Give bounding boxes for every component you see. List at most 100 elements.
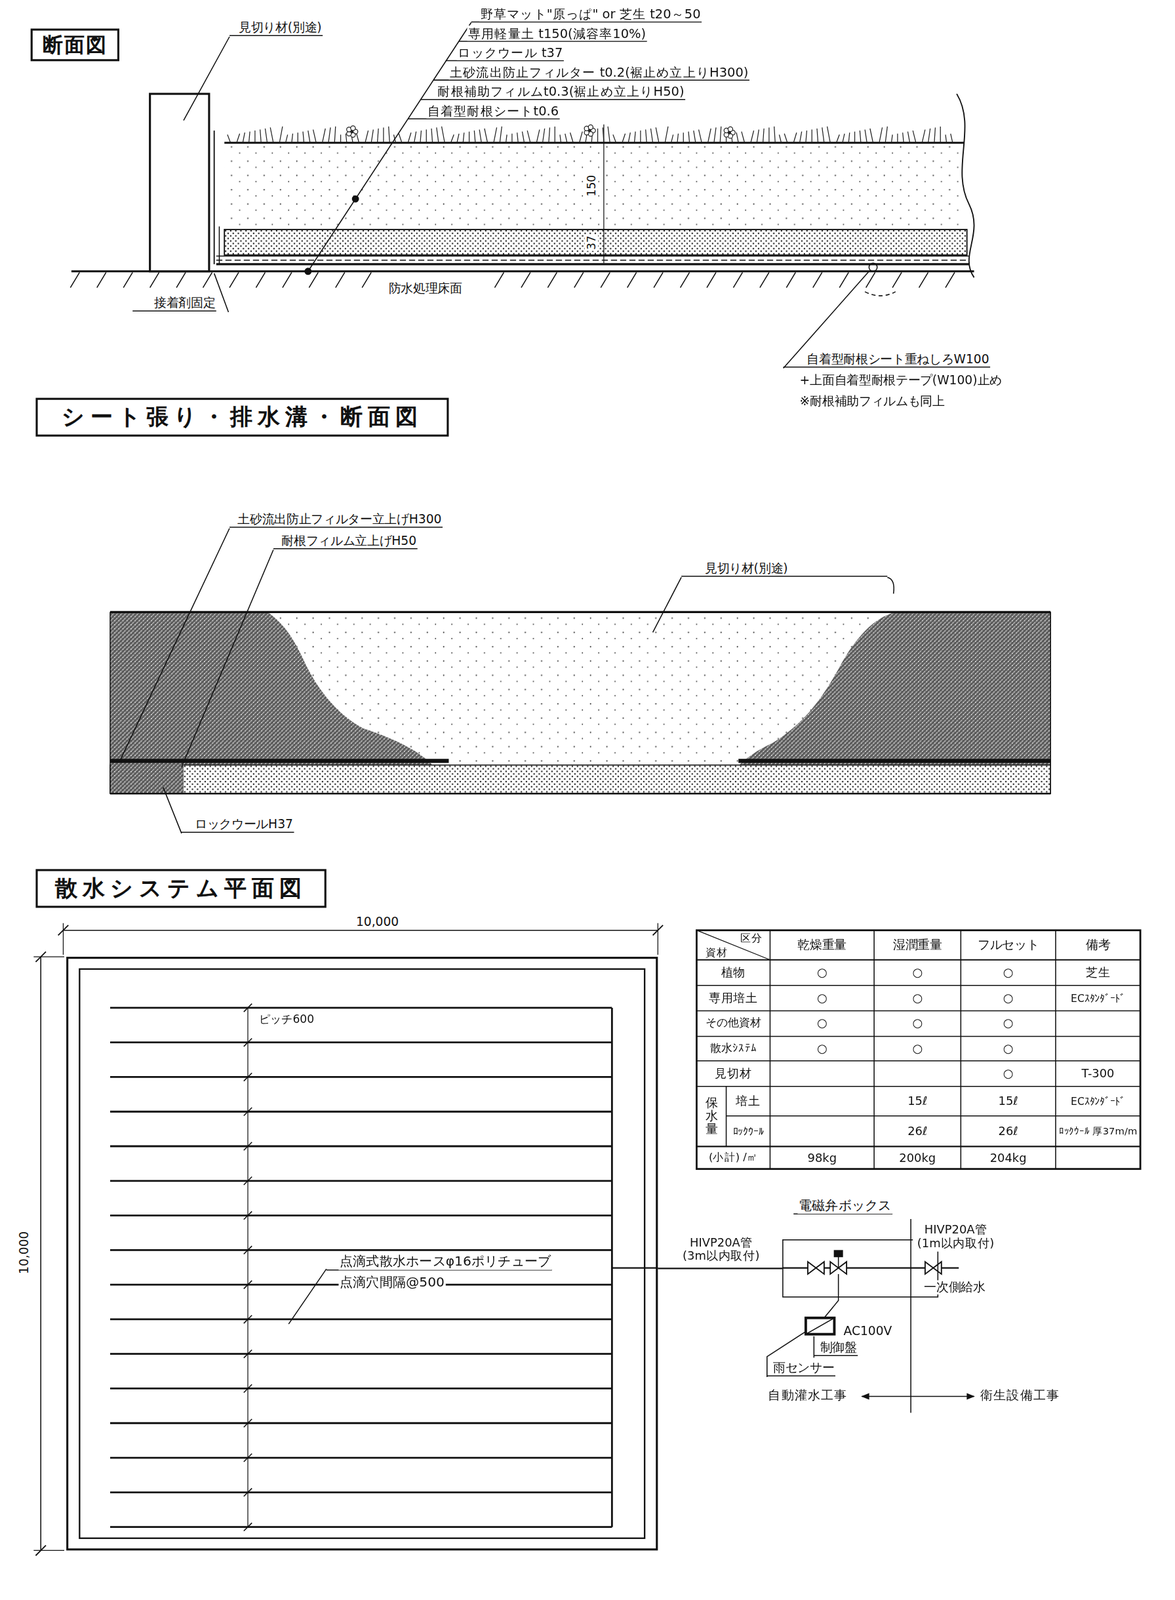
label-underline bbox=[420, 99, 686, 101]
label-underline bbox=[407, 118, 560, 120]
drawing-part bbox=[653, 272, 663, 288]
drawing-part bbox=[288, 1268, 327, 1324]
drawing-part bbox=[807, 1261, 825, 1275]
drawing-part bbox=[216, 255, 970, 258]
drawing-part bbox=[870, 128, 874, 143]
table-cell: 見切材 bbox=[697, 1061, 770, 1086]
drawing-part bbox=[891, 134, 894, 143]
drawing-part bbox=[308, 22, 472, 272]
drawing-part bbox=[622, 133, 626, 143]
drawing-part bbox=[896, 133, 898, 143]
label-underline bbox=[326, 1269, 553, 1271]
drawing-part bbox=[393, 134, 396, 143]
drawing-part bbox=[945, 272, 955, 288]
drawing-part bbox=[827, 126, 831, 143]
callout-label: 制御盤 bbox=[818, 1340, 858, 1355]
drawing-part bbox=[750, 130, 755, 143]
title-box: シート張り・排水溝・断面図 bbox=[35, 398, 449, 437]
drawing-part bbox=[110, 792, 1051, 795]
drawing-part bbox=[778, 134, 781, 143]
drawing-part bbox=[597, 254, 611, 256]
drawing-part bbox=[805, 1317, 835, 1335]
drawing-part bbox=[650, 128, 653, 143]
drawing-part bbox=[382, 127, 384, 143]
dimension-text: 10,000 bbox=[17, 1230, 32, 1275]
drawing-part bbox=[866, 272, 876, 288]
label-underline bbox=[793, 1213, 893, 1215]
drawing-part bbox=[62, 929, 658, 932]
drawing-part bbox=[243, 1522, 252, 1531]
drawing-part bbox=[243, 1176, 252, 1185]
drawing-part bbox=[308, 130, 311, 143]
label-underline bbox=[229, 526, 443, 528]
drawing-part bbox=[727, 126, 733, 132]
table-cell: ○ bbox=[961, 1061, 1056, 1086]
drawing-part bbox=[816, 128, 819, 143]
drawing-part bbox=[474, 130, 476, 143]
drawing-part bbox=[216, 262, 970, 265]
drawing-part bbox=[120, 528, 230, 760]
label-underline bbox=[458, 40, 648, 42]
drawing-part bbox=[527, 130, 531, 143]
layer-label: 土砂流出防止フィルター t0.2(裾止め立上りH300) bbox=[448, 64, 750, 80]
drawing-part bbox=[313, 129, 317, 143]
note-text: ※耐根補助フィルムも同上 bbox=[798, 393, 946, 408]
drawing-part bbox=[680, 272, 690, 288]
drawing-part bbox=[864, 291, 896, 296]
section-drawing bbox=[71, 22, 975, 368]
drawing-part bbox=[738, 758, 1051, 763]
pipe-label: HIVP20A管 (1m以内取付) bbox=[912, 1222, 999, 1252]
drawing-part bbox=[70, 272, 80, 288]
drawing-part bbox=[243, 1142, 252, 1151]
drawing-part bbox=[79, 969, 645, 1539]
box-heading: 電磁弁ボックス bbox=[797, 1197, 893, 1214]
table-cell: 保水量 bbox=[705, 1095, 718, 1137]
table-cell: ○ bbox=[961, 1037, 1056, 1060]
label-underline bbox=[767, 1374, 836, 1377]
table-cell: ○ bbox=[771, 1037, 874, 1060]
drawing-part bbox=[183, 36, 230, 121]
drawing-part bbox=[848, 132, 850, 143]
drawing-part bbox=[907, 131, 910, 143]
drawing-part bbox=[934, 127, 936, 143]
drawing-part bbox=[457, 133, 459, 143]
drawing-part bbox=[696, 1085, 1141, 1088]
drawing-part bbox=[719, 126, 722, 143]
drawing-part bbox=[493, 127, 498, 143]
table-cell: 200kg bbox=[875, 1147, 960, 1168]
title-box: 散水システム平面図 bbox=[35, 868, 326, 908]
scope-label: 自動灌水工事 bbox=[767, 1387, 849, 1403]
callout-label: 見切り材(別途) bbox=[703, 561, 789, 576]
drawing-part bbox=[243, 1453, 252, 1462]
table-cell: 乾燥重量 bbox=[771, 931, 874, 959]
drawing-part bbox=[340, 134, 341, 143]
drawing-part bbox=[441, 126, 446, 143]
drawing-part bbox=[677, 133, 679, 143]
drawing-part bbox=[864, 129, 867, 143]
drawing-part bbox=[628, 132, 631, 143]
drawing-part bbox=[243, 1245, 252, 1254]
drawing-part bbox=[956, 93, 974, 278]
table-cell: 芝生 bbox=[1056, 960, 1140, 985]
drawing-part bbox=[696, 1060, 1141, 1062]
drawing-part bbox=[756, 129, 759, 143]
drawing-part bbox=[698, 129, 703, 143]
drawing-part bbox=[249, 131, 251, 143]
drawing-part bbox=[741, 131, 745, 143]
dimension-text: 37 bbox=[584, 234, 599, 252]
dimension-text: 150 bbox=[584, 173, 599, 198]
table-cell: ﾛｯｸｳｰﾙ 厚37m/m bbox=[1056, 1116, 1140, 1146]
drawing-part bbox=[879, 127, 883, 143]
drawing-part bbox=[786, 272, 796, 288]
drawing-part bbox=[521, 131, 524, 143]
drawing-part bbox=[479, 129, 482, 143]
drawing-part bbox=[653, 577, 682, 633]
drawing-part bbox=[950, 133, 953, 143]
drawing-part bbox=[910, 1395, 974, 1398]
drawing-part bbox=[611, 1266, 658, 1269]
drawing-part bbox=[243, 1211, 252, 1219]
drawing-part bbox=[834, 1250, 842, 1257]
drawing-part bbox=[243, 1349, 252, 1358]
drawing-part bbox=[822, 127, 825, 143]
drawing-part bbox=[696, 1145, 1141, 1147]
